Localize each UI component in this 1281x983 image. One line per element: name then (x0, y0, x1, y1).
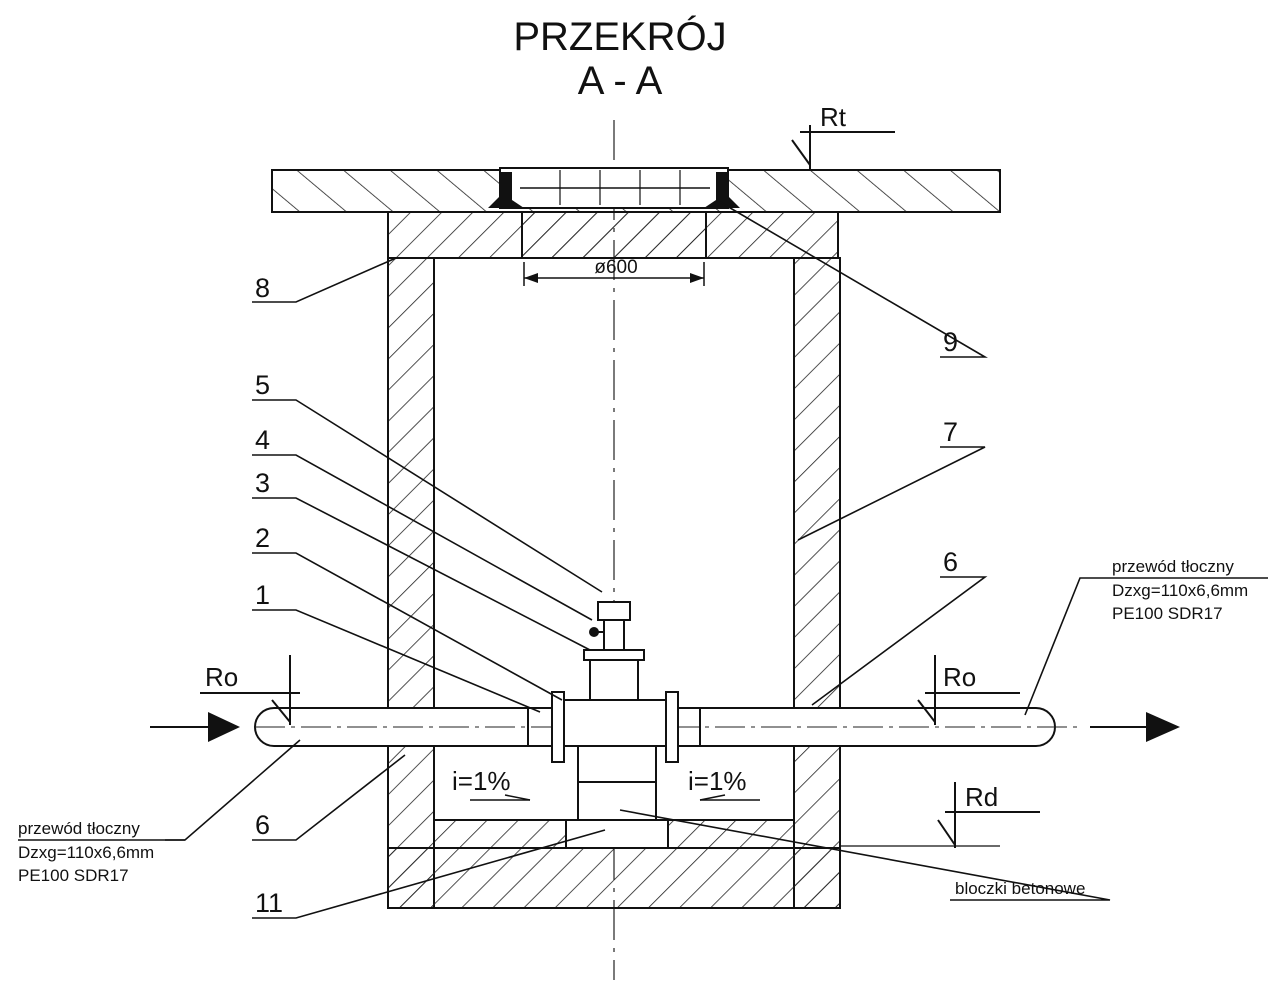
air-valve (603, 619, 625, 651)
callout-1: 1 (255, 580, 270, 610)
callout-4: 4 (255, 425, 270, 455)
concrete-block-upper (577, 745, 657, 783)
bottom-slab (387, 847, 841, 909)
dimension-diameter: ø600 (594, 257, 637, 278)
flange-right (665, 691, 679, 763)
tee-fitting (563, 699, 667, 747)
blocks-note: bloczki betonowe (955, 879, 1085, 898)
chamber-wall-left (387, 257, 435, 909)
slope-right: i=1% (688, 766, 747, 796)
callout-6-right: 6 (943, 547, 958, 577)
pipe-note-right-line3: PE100 SDR17 (1112, 604, 1223, 623)
flow-arrow-in (208, 712, 240, 742)
level-ro-left: Ro (205, 662, 238, 692)
callout-5: 5 (255, 370, 270, 400)
pipe-note-right-line2: Dzxg=110x6,6mm (1112, 581, 1248, 600)
callout-8: 8 (255, 273, 270, 303)
callout-2: 2 (255, 523, 270, 553)
level-ro-right: Ro (943, 662, 976, 692)
flange-left (551, 691, 565, 763)
pipe-note-left-line1: przewód tłoczny (18, 819, 140, 838)
callout-7: 7 (943, 417, 958, 447)
title-line-1: PRZEKRÓJ (513, 14, 726, 59)
callout-6-left: 6 (255, 810, 270, 840)
callout-9: 9 (943, 327, 958, 357)
title-line-2: A - A (578, 59, 663, 103)
pipe-note-left-line2: Dzxg=110x6,6mm (18, 843, 154, 862)
chamber-wall-right (793, 257, 841, 909)
flow-arrow-out (1146, 712, 1180, 742)
pipe-note-right-line1: przewód tłoczny (1112, 557, 1234, 576)
slope-left: i=1% (452, 766, 511, 796)
callout-11: 11 (255, 888, 283, 918)
level-rt: Rt (820, 102, 847, 132)
pipe-note-left-line3: PE100 SDR17 (18, 866, 129, 885)
callout-3: 3 (255, 468, 270, 498)
level-rd: Rd (965, 782, 998, 812)
